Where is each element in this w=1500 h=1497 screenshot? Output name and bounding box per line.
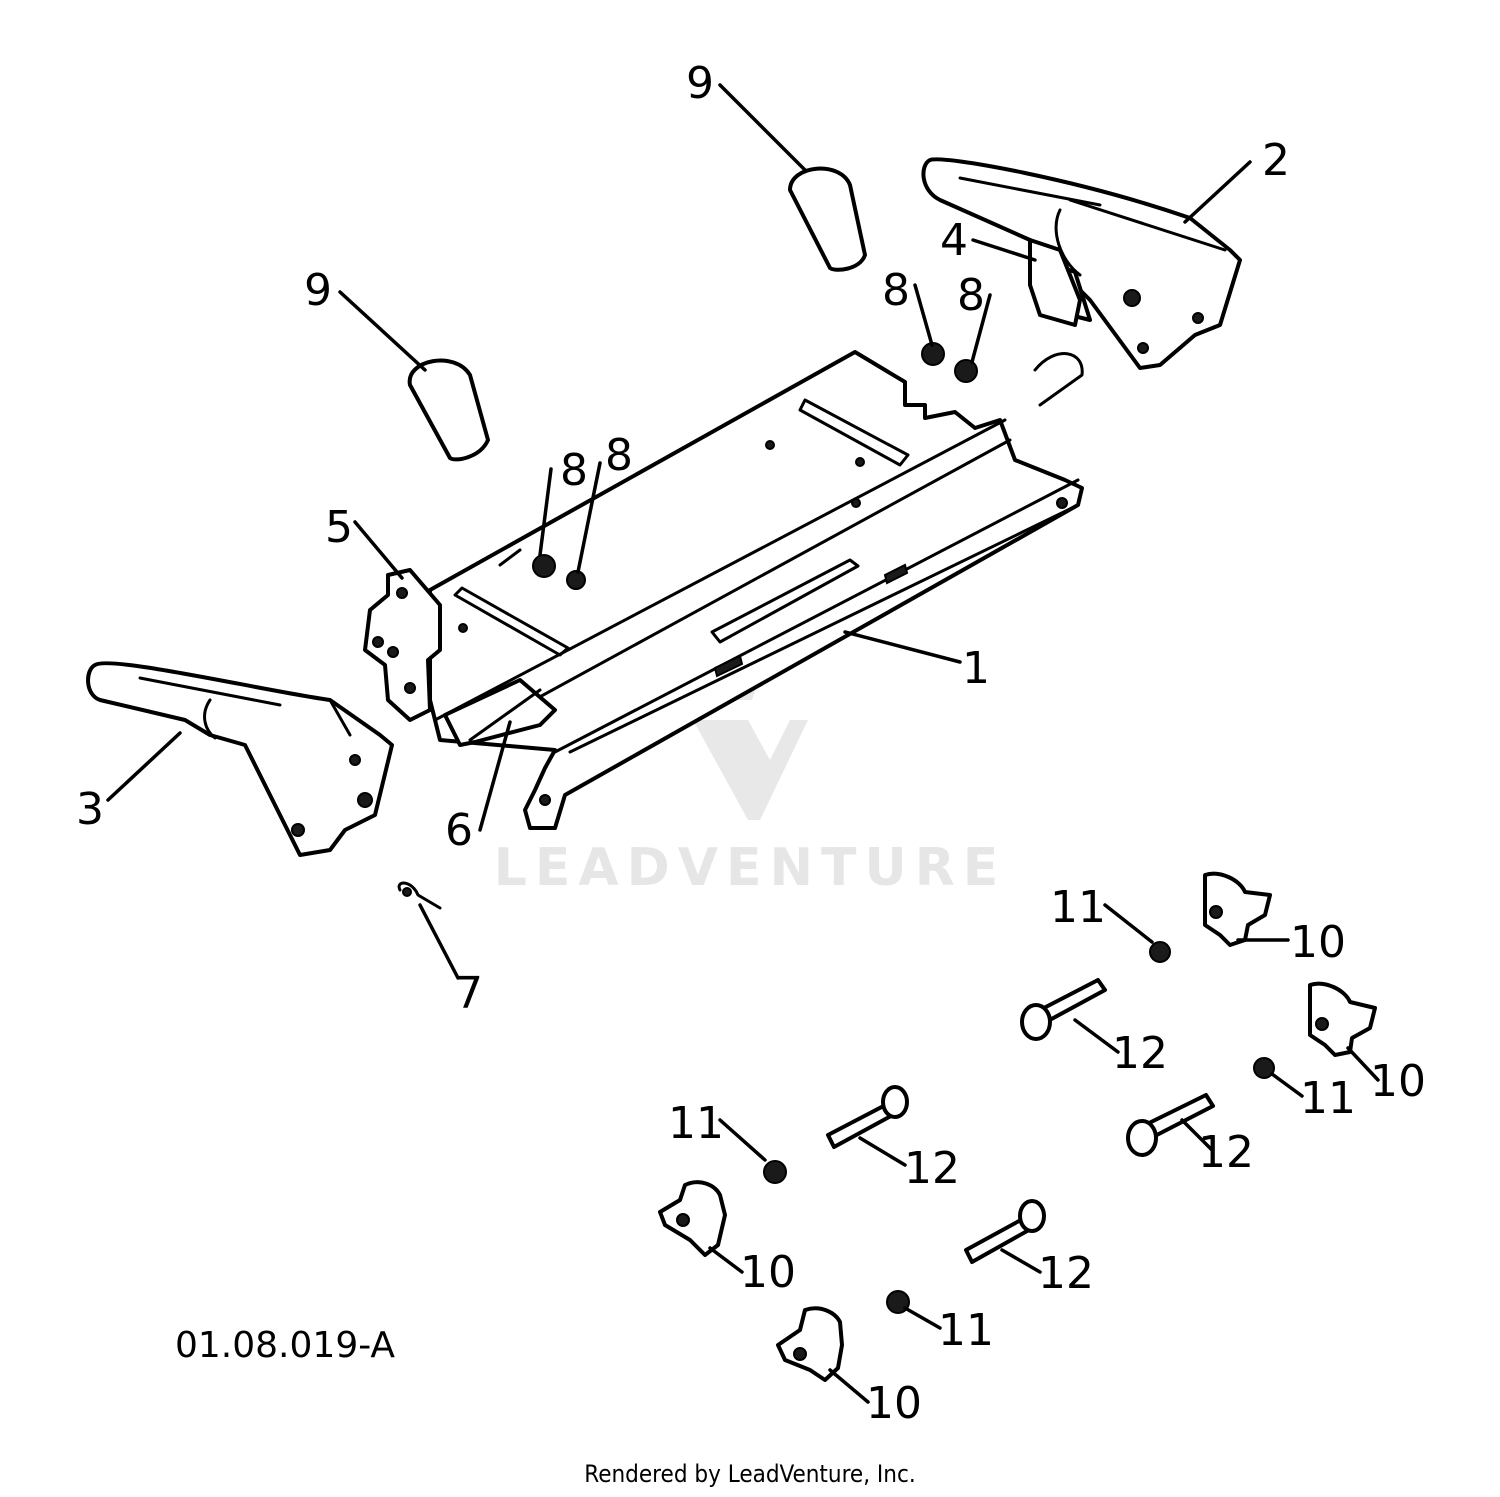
callout-11-d: 11 <box>938 1305 994 1356</box>
callout-9-a: 9 <box>686 58 714 109</box>
part-10-star-knobs <box>658 871 1377 1382</box>
callout-4: 4 <box>940 215 968 266</box>
drawing-number: 01.08.019-A <box>175 1325 395 1366</box>
callout-10-b: 10 <box>1370 1056 1426 1107</box>
callout-10-a: 10 <box>1290 917 1346 968</box>
part-6-rod <box>443 678 557 747</box>
part-8-nuts <box>532 342 978 590</box>
callout-8-c: 8 <box>560 445 588 496</box>
callout-10-d: 10 <box>866 1378 922 1429</box>
callout-2: 2 <box>1262 135 1290 186</box>
callout-1: 1 <box>962 643 990 694</box>
part-12-pins <box>826 978 1215 1264</box>
part-4-bracket <box>1028 238 1082 327</box>
watermark: LEADVENTURE <box>494 660 1007 898</box>
callout-12-c: 12 <box>904 1143 960 1194</box>
callout-8-b: 8 <box>957 270 985 321</box>
callouts: 1 2 3 4 5 6 7 8 8 8 8 9 9 10 10 10 10 11… <box>76 58 1426 1429</box>
credit-text: Rendered by LeadVenture, Inc. <box>584 1460 915 1488</box>
part-7-clip <box>397 881 442 910</box>
callout-9-b: 9 <box>304 265 332 316</box>
callout-8-a: 8 <box>882 265 910 316</box>
callout-6: 6 <box>445 805 473 856</box>
part-3-left-handle <box>86 661 394 857</box>
callout-3: 3 <box>76 784 104 835</box>
watermark-logo-icon <box>693 660 808 820</box>
callout-11-c: 11 <box>668 1098 724 1149</box>
callout-5: 5 <box>325 502 353 553</box>
callout-12-d: 12 <box>1038 1248 1094 1299</box>
part-1-frame <box>428 350 1084 830</box>
part-5-bracket <box>363 568 442 722</box>
callout-7: 7 <box>455 968 483 1019</box>
leader-lines <box>106 83 1380 1404</box>
callout-12-b: 12 <box>1198 1127 1254 1178</box>
callout-11-a: 11 <box>1050 882 1106 933</box>
callout-10-c: 10 <box>740 1247 796 1298</box>
part-2-right-handle <box>921 157 1242 370</box>
callout-8-d: 8 <box>605 430 633 481</box>
part-9-knobs <box>407 166 867 462</box>
watermark-text: LEADVENTURE <box>494 838 1007 898</box>
part-11-washers <box>763 941 1275 1314</box>
callout-12-a: 12 <box>1112 1028 1168 1079</box>
callout-11-b: 11 <box>1300 1073 1356 1124</box>
